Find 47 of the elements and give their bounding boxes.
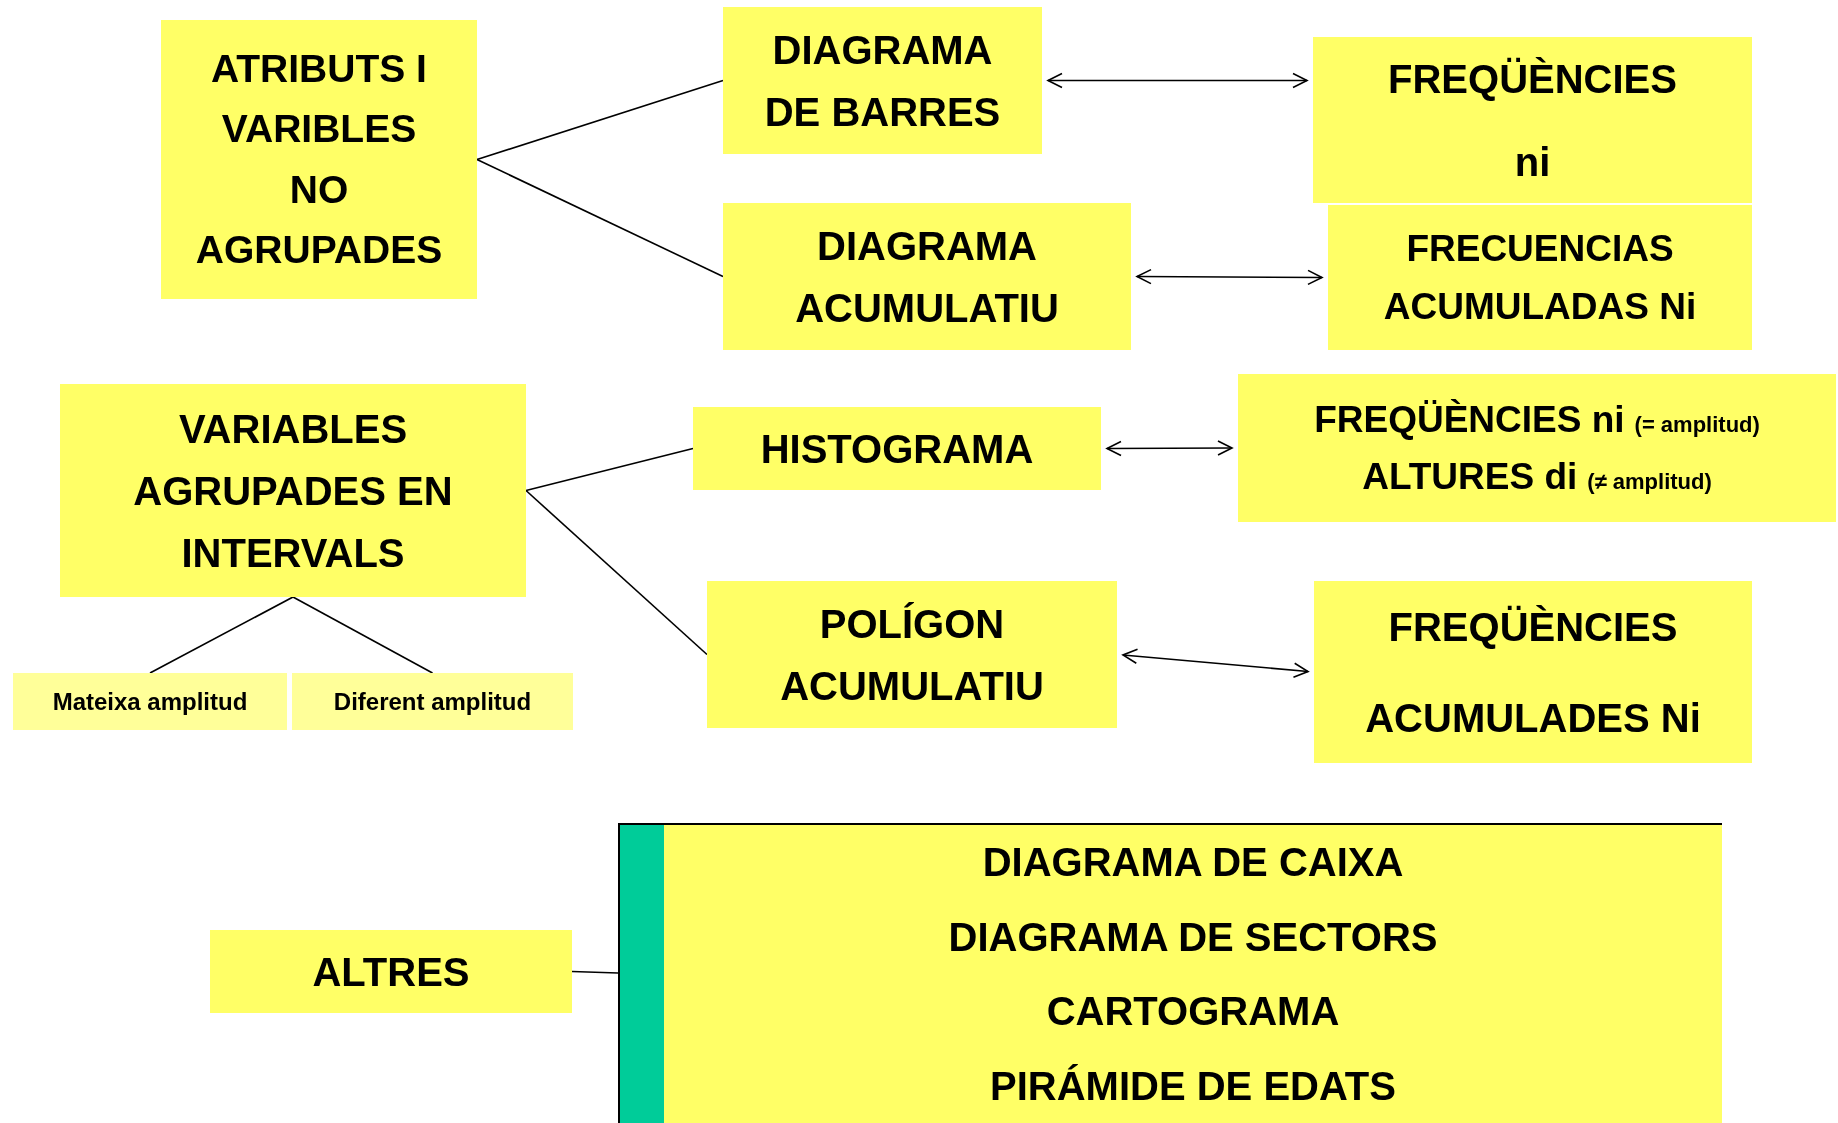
concept-box	[210, 930, 572, 1013]
node-text: DIAGRAMA DE CAIXA	[982, 839, 1404, 887]
node-text: PIRÁMIDE DE EDATS	[990, 1062, 1396, 1110]
arrow	[1106, 440, 1233, 457]
concept-box	[707, 581, 1117, 728]
sub-box	[292, 673, 573, 730]
concept-box	[1313, 37, 1752, 203]
concept-box	[618, 823, 1722, 1123]
concept-box	[1314, 581, 1752, 763]
node-text: CARTOGRAMA	[1046, 988, 1340, 1036]
arrow	[1136, 268, 1323, 286]
node-text: DIAGRAMA DE SECTORS	[948, 913, 1438, 961]
node-text: FRECUENCIAS ACUMULADAS Ni	[1382, 227, 1698, 329]
sub-box	[13, 673, 287, 730]
node-text: FREQÜÈNCIES	[1388, 55, 1677, 103]
concept-box	[693, 407, 1101, 490]
note-text: (≠ amplitud)	[1587, 468, 1712, 496]
concept-box	[723, 7, 1042, 154]
connector-line	[525, 489, 708, 656]
connector-line	[476, 79, 724, 161]
node-text: FREQÜÈNCIES	[1388, 603, 1678, 651]
concept-box	[1238, 374, 1836, 522]
arrow	[1122, 648, 1309, 678]
concept-box	[161, 20, 477, 299]
node-text: DIAGRAMA DE BARRES	[763, 26, 1002, 136]
note-text: (= amplitud)	[1634, 410, 1760, 439]
node-text: FREQÜÈNCIES ni	[1314, 397, 1625, 442]
node-text: VARIABLES AGRUPADES EN INTERVALS	[132, 405, 454, 577]
node-text: Diferent amplitud	[333, 686, 532, 717]
node-text: HISTOGRAMA	[760, 425, 1034, 473]
concept-box	[60, 384, 526, 597]
connector-line	[571, 970, 619, 974]
node-text: ALTURES di	[1362, 455, 1578, 499]
connector-line	[476, 158, 724, 278]
concept-box	[1328, 205, 1752, 350]
connector-line	[149, 596, 294, 674]
node-text: ni	[1514, 138, 1551, 186]
node-text: DIAGRAMA ACUMULATIU	[794, 222, 1060, 332]
concept-box	[723, 203, 1131, 350]
connector-line	[525, 447, 694, 492]
connector-line	[292, 596, 434, 674]
node-text: ATRIBUTS I VARIBLES NO AGRUPADES	[195, 45, 443, 273]
node-text: POLÍGON ACUMULATIU	[779, 600, 1045, 710]
node-text: ACUMULADES Ni	[1365, 694, 1701, 742]
node-text: Mateixa amplitud	[52, 686, 248, 717]
arrow	[1047, 72, 1308, 89]
node-text: ALTRES	[312, 948, 470, 996]
